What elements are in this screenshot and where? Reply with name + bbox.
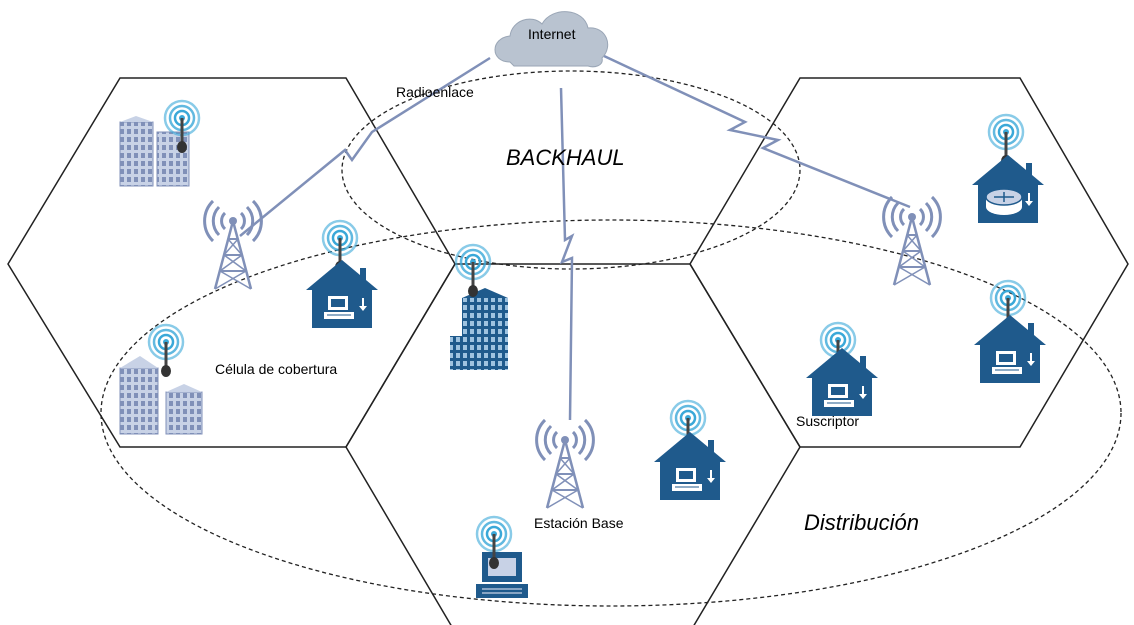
tower-icon-center [535,418,595,510]
radio-links [239,54,911,421]
house-terminal-icon-left [305,259,379,329]
link-internet-left-tower [239,56,491,237]
house-terminal-icon-right [973,314,1047,384]
distribucion-label: Distribución [804,510,919,535]
tower-icon-right [882,195,942,287]
house-terminal-icon-center [653,431,727,501]
building-icon-center [450,288,508,370]
link-internet-center-tower [559,87,575,421]
building-icon-left-top [119,116,190,187]
celula-label: Célula de cobertura [215,361,337,377]
cloud-icon [494,11,609,68]
house-router-icon [971,154,1045,224]
building-icon-left-bottom [119,356,203,435]
hexagon-right [689,77,1129,448]
link-internet-right-tower [603,54,911,209]
coverage-hexagons [7,77,1129,625]
internet-label: Internet [528,26,576,42]
suscriptor-label: Suscriptor [796,413,859,429]
distribution-ellipse [100,219,1122,607]
hexagon-center [345,263,801,625]
estacion-base-label: Estación Base [534,515,624,531]
tower-icon-left [203,199,263,291]
radioenlace-label: Radioenlace [396,84,474,100]
house-terminal-icon-subscriber [805,347,879,417]
terminal-icon [476,552,528,598]
backhaul-label: BACKHAUL [506,145,625,170]
